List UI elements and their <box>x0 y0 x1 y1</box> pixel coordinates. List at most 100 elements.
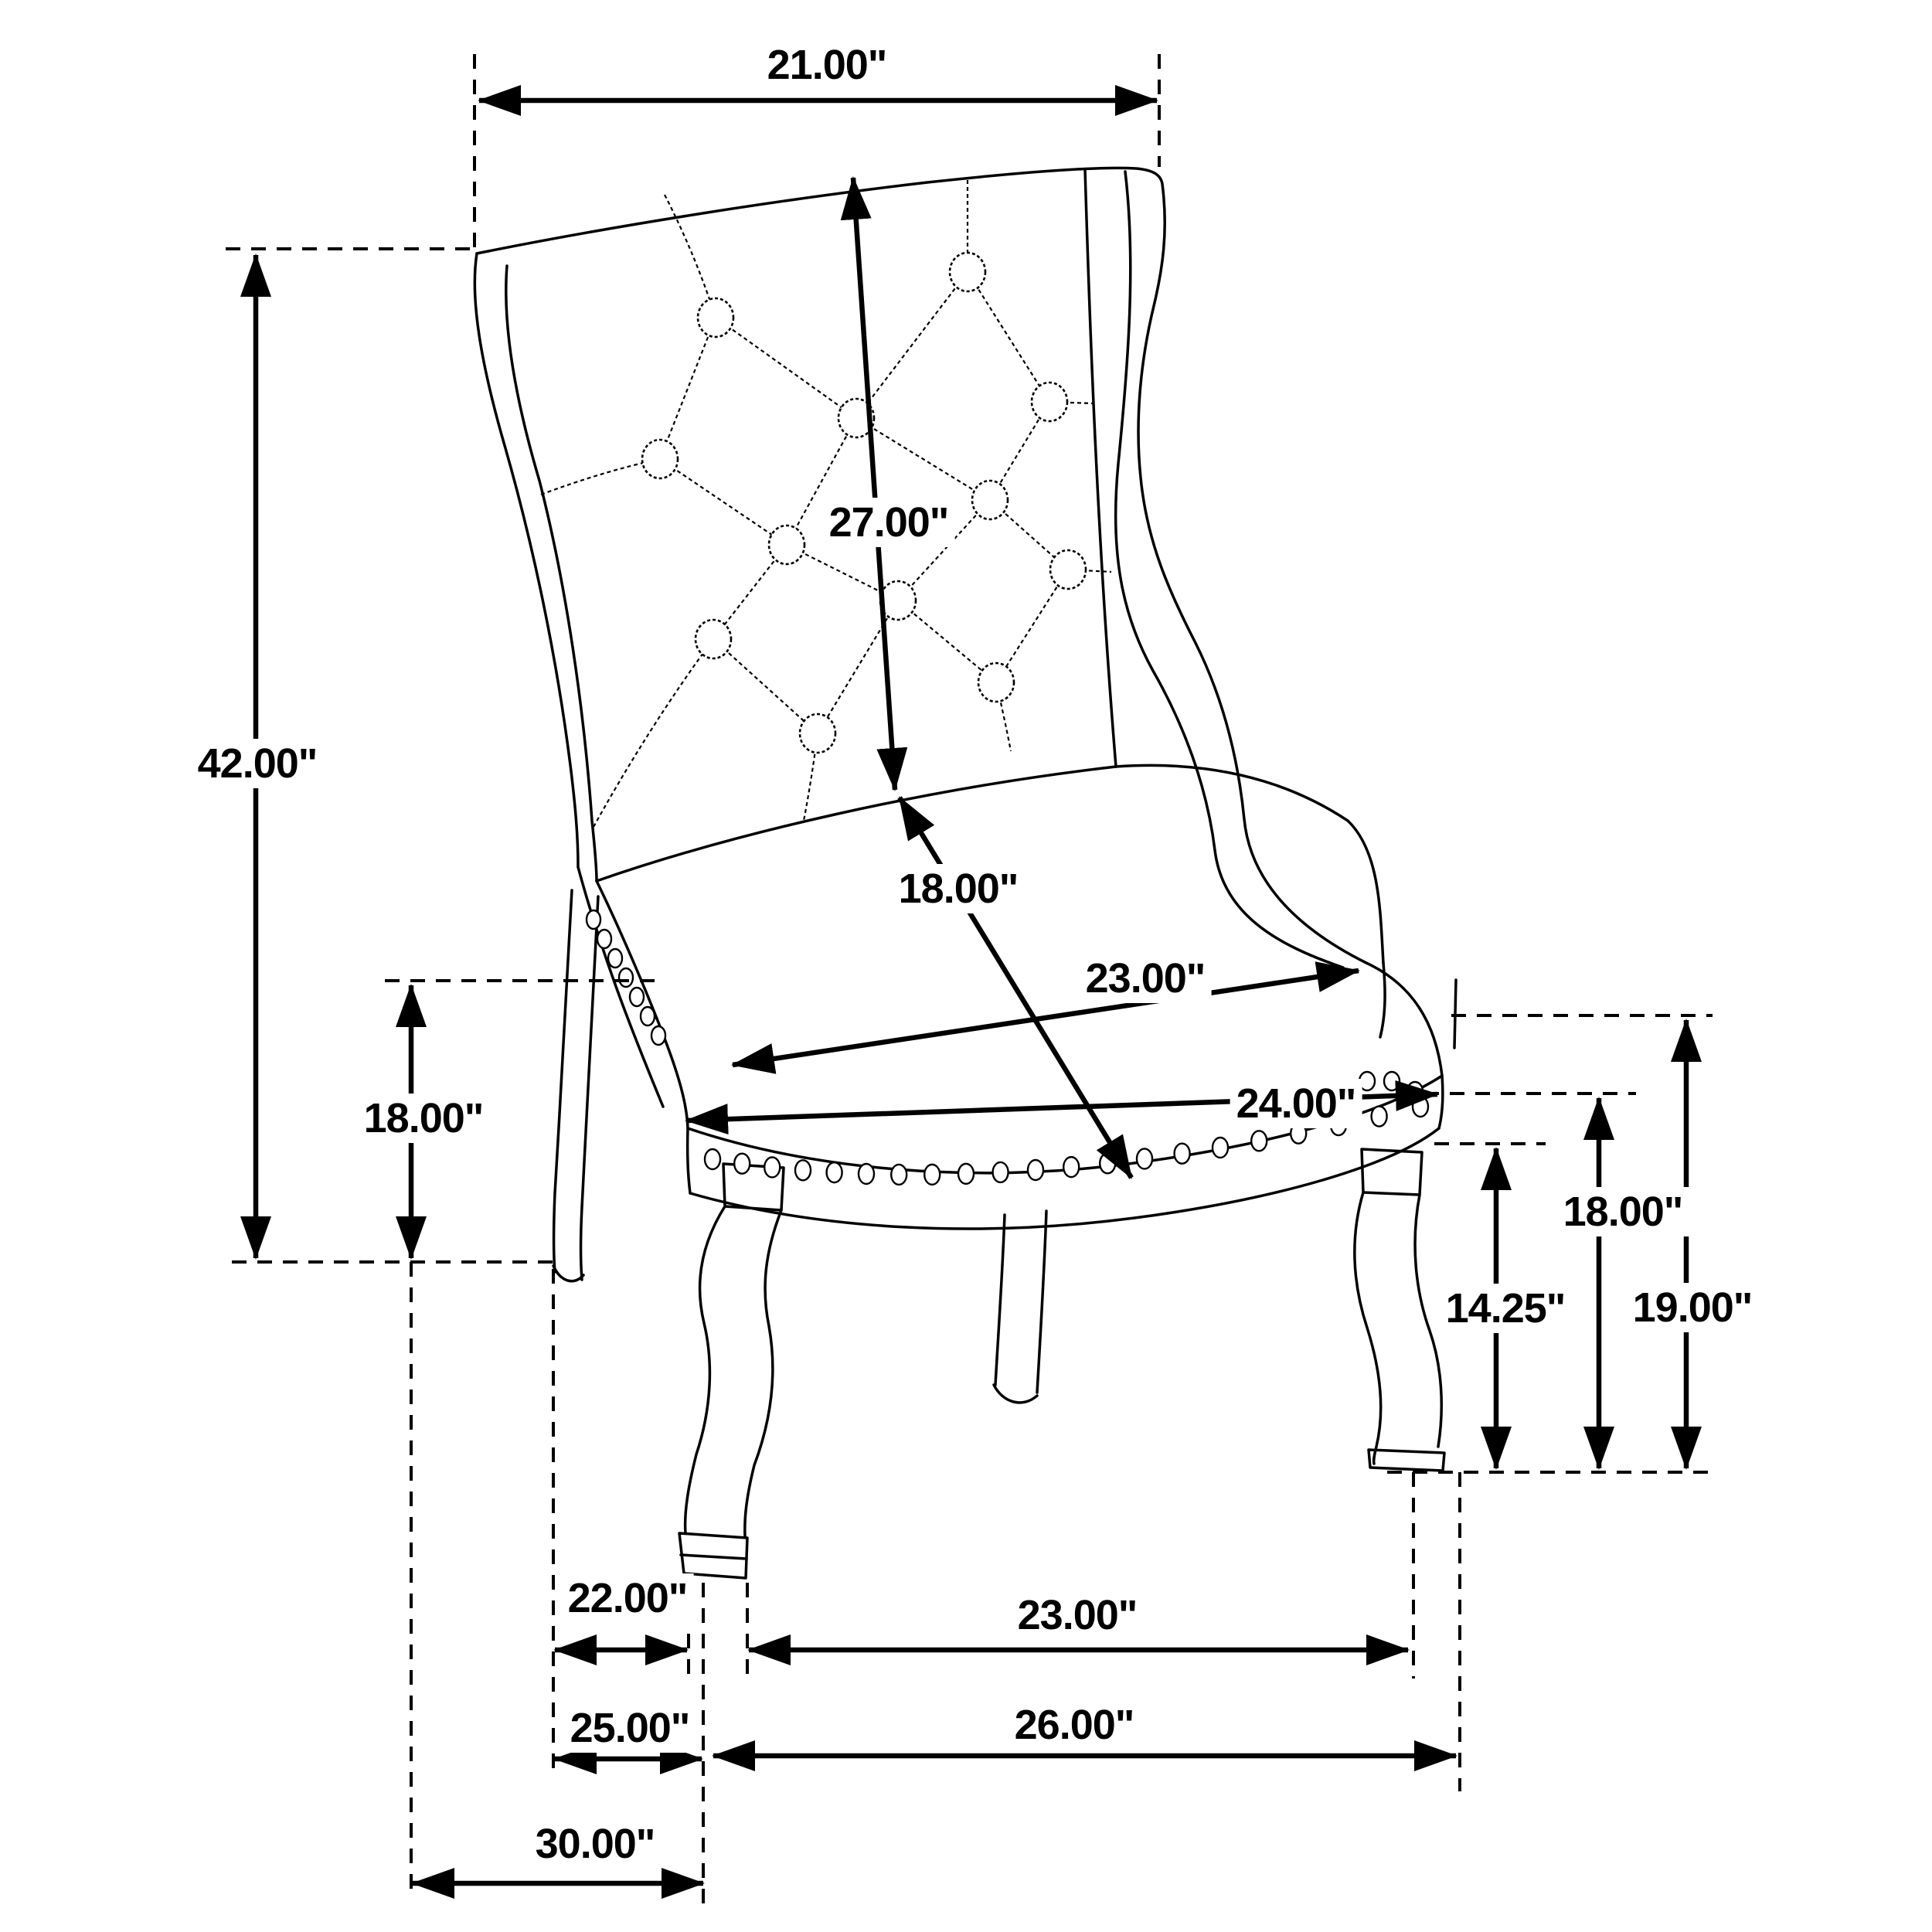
dim-label-seat-width-front: 24.00" <box>1230 1079 1362 1128</box>
nailhead-icon <box>1370 1105 1388 1128</box>
tuft-button-icon <box>948 251 987 293</box>
nailhead-icon <box>794 1159 812 1182</box>
nailhead-icon <box>1098 1152 1117 1175</box>
nailhead-icon <box>585 909 602 930</box>
nailhead-icon <box>889 1163 908 1186</box>
tuft-button-icon <box>696 297 735 338</box>
nailhead-icon <box>628 986 645 1008</box>
front-right-leg-inner <box>1413 1193 1443 1448</box>
nailhead-icon <box>617 967 634 988</box>
tuft-lattice-line <box>713 544 787 640</box>
nailhead-icon <box>1250 1130 1268 1152</box>
dim-label-seat-depth: 18.00" <box>892 864 1025 913</box>
dim-label-leg-height: 14.25" <box>1439 1284 1572 1333</box>
front-rail-right-cap <box>1437 1074 1444 1130</box>
front-left-leg-outer <box>683 1205 726 1535</box>
dim-label-top-back-width: 21.00" <box>760 40 893 90</box>
nailhead-icon <box>1026 1158 1045 1182</box>
tuft-button-icon <box>971 479 1009 521</box>
nailhead-icon <box>1135 1148 1154 1170</box>
front-left-foot-line <box>679 1553 748 1560</box>
front-rail-left-cap <box>685 1127 692 1195</box>
dim-label-seat-width-back: 23.00" <box>1079 954 1212 1003</box>
rear-left-leg <box>552 889 573 1274</box>
nailhead-icon <box>650 1025 667 1046</box>
tuft-lattice <box>658 271 1069 734</box>
chair-back-left-outer-edge <box>473 252 580 869</box>
nailhead-icon <box>639 1005 656 1027</box>
dim-arrow-back-height <box>840 176 908 791</box>
dimension-lines <box>240 85 1702 1899</box>
dim-label-base-depth-front: 25.00" <box>563 1703 696 1753</box>
dim-label-overall-depth: 30.00" <box>529 1819 662 1869</box>
dim-arrow-seat-width-back <box>731 961 1360 1074</box>
seat-left-edge <box>595 879 689 1130</box>
nailhead-icon <box>596 928 613 950</box>
front-right-leg-outer <box>1353 1191 1383 1465</box>
front-right-foot <box>1367 1448 1446 1472</box>
chair-line-art <box>473 166 1458 1580</box>
tuft-button-icon <box>879 580 917 621</box>
nailhead-icon <box>1062 1155 1080 1179</box>
tuft-lattice-line <box>659 458 787 546</box>
tuft-pleat-left-upper <box>540 457 661 496</box>
dim-label-arm-height: 19.00" <box>1626 1283 1759 1332</box>
tuft-lattice-line <box>967 271 1050 403</box>
nailhead-icon <box>1383 1070 1401 1092</box>
front-left-foot <box>678 1532 749 1580</box>
extension-lines <box>226 54 1713 1907</box>
dim-label-back-height: 27.00" <box>822 498 955 547</box>
dim-label-seat-height-right: 18.00" <box>1556 1187 1689 1236</box>
dim-label-base-width-outer: 26.00" <box>1008 1700 1141 1750</box>
nailhead-icon <box>733 1152 751 1175</box>
tuft-button-icon <box>694 618 733 660</box>
seat-back-junction-to-arm <box>1114 764 1385 964</box>
dim-label-overall-height: 42.00" <box>191 739 324 788</box>
nailhead-icon <box>957 1162 975 1185</box>
dim-label-seat-height-left: 18.00" <box>357 1094 490 1143</box>
dim-label-base-depth-rear: 22.00" <box>561 1573 694 1623</box>
tuft-lattice-line <box>715 317 857 419</box>
chair-wing-seam <box>1114 170 1345 969</box>
chair-back-panel-right-seam <box>1083 168 1117 768</box>
tuft-button-icon <box>977 662 1015 703</box>
tuft-button-icon <box>767 524 806 566</box>
tuft-button-icon <box>1030 381 1069 423</box>
seat-back-junction-line <box>595 765 1117 883</box>
nailhead-icon <box>857 1162 876 1185</box>
nailhead-icon <box>1211 1136 1230 1159</box>
rear-right-leg <box>994 1213 1006 1386</box>
front-rail-bottom-edge <box>689 1127 1440 1230</box>
nailhead-icon <box>992 1161 1009 1184</box>
tuft-lattice-line <box>713 638 818 734</box>
dim-label-base-width-inner: 23.00" <box>1011 1590 1144 1640</box>
tuft-pleat-left-lower <box>593 638 714 828</box>
tuft-button-icon <box>641 438 679 480</box>
rear-left-foot <box>552 1264 585 1283</box>
rear-right-foot <box>992 1383 1039 1404</box>
tuft-lattice-line <box>989 401 1050 501</box>
tuft-lattice-line <box>897 600 997 683</box>
tuft-lattice-line <box>658 317 717 460</box>
arm-front-seam <box>1379 961 1386 1039</box>
chair-back-top-and-right-wing-outline <box>475 166 1444 1077</box>
tuft-lattice-line <box>897 499 991 601</box>
rear-right-leg-inner <box>1036 1209 1048 1394</box>
rear-left-leg-inner <box>579 895 600 1281</box>
tuft-button-icon <box>1049 549 1087 590</box>
nailhead-icon <box>825 1161 843 1184</box>
chair-back-left-inner-edge <box>505 264 598 883</box>
front-left-leg-inner <box>743 1209 783 1538</box>
tuft-lattice-line <box>995 569 1069 683</box>
tuft-pleat-top-left <box>664 194 717 318</box>
nailhead-icon <box>923 1163 941 1186</box>
nailhead-icon <box>607 947 624 969</box>
nailhead-icon <box>703 1148 722 1171</box>
side-rail-outer-edge <box>577 866 665 1108</box>
nailhead-icon <box>764 1156 781 1179</box>
tuft-lattice-line <box>855 271 968 419</box>
tuft-button-icon <box>798 713 837 754</box>
tuft-lattice-line <box>855 417 991 501</box>
